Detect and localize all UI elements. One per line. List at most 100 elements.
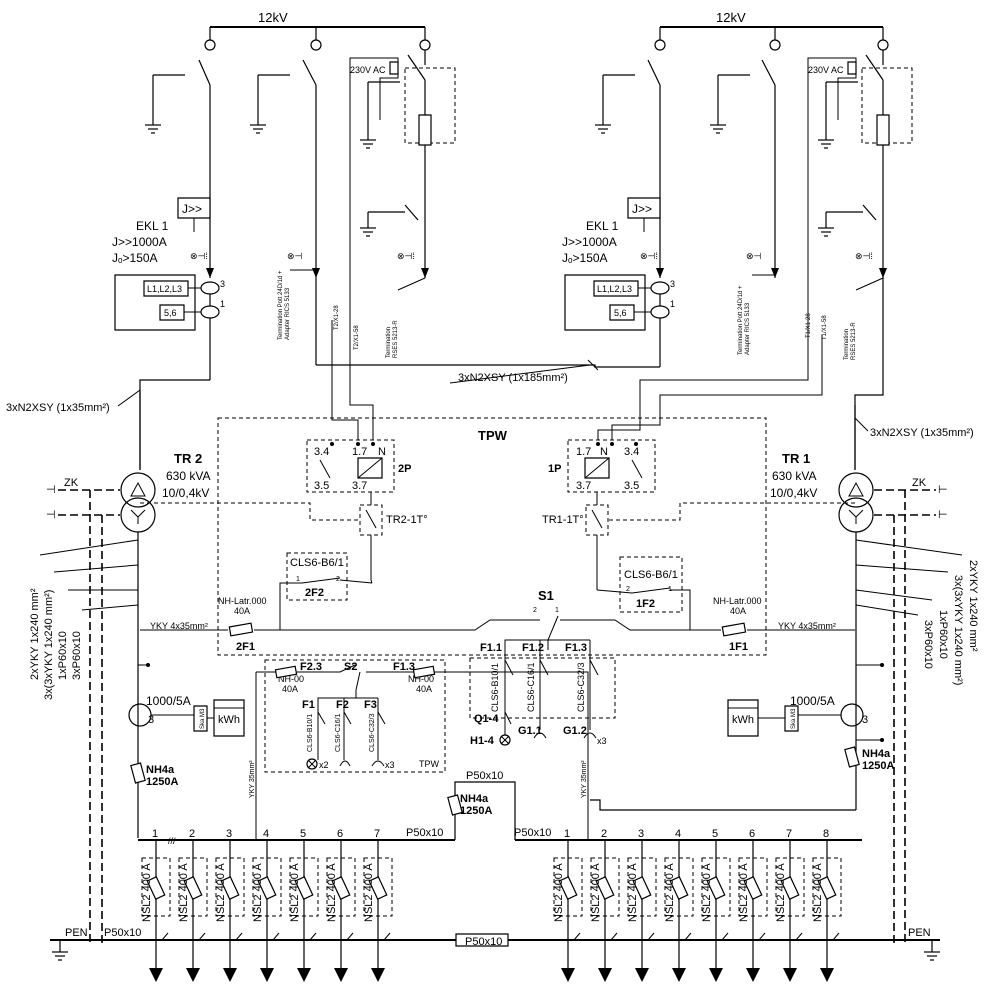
cable-label: 2xYKY 1x240 mm² (967, 560, 979, 652)
mcb-label: F1 (302, 699, 315, 711)
nh-fuse-icon (295, 877, 313, 899)
nh-fuse-icon (332, 877, 350, 899)
svg-text:⊗⊣⁞: ⊗⊣⁞ (855, 251, 873, 261)
feeder-fuse-label: NSL2 400 A (775, 863, 787, 922)
pen-link (162, 933, 168, 940)
nh-fuse-icon (633, 877, 651, 899)
mv-panel-left: 12kV 230V AC ⊗⊣⁞ ⊗ (112, 10, 455, 470)
mcb-switch-icon (318, 712, 325, 724)
thermo-right-label: TR1-1T° (542, 514, 584, 526)
main-fuse-icon (131, 763, 145, 783)
bus-coupler: P50x10 NH4a 1250A (448, 770, 515, 840)
contact-label: 1.7 (576, 446, 591, 458)
tpw-small-label: TPW (419, 759, 440, 769)
feeder-number: 4 (263, 828, 269, 840)
g1-2-label: G1.2 (563, 725, 587, 737)
svg-text:⊗⊣⁞: ⊗⊣⁞ (640, 251, 658, 261)
aux-distribution-right (470, 658, 615, 718)
socket-count-label: x3 (597, 736, 607, 746)
coupler-fuse-rating: 1250A (460, 805, 492, 817)
fuse-base-box (813, 858, 841, 916)
pin-label: 1 (555, 607, 559, 614)
current-transformer-icon (841, 704, 863, 726)
contact-label: N (600, 446, 608, 458)
load-break-switch-icon (408, 55, 425, 80)
pin-label: 2 (626, 586, 630, 593)
mcb-type-label: CLS6-C16/1 (335, 713, 342, 752)
mv-voltage-label: 12kV (258, 10, 288, 25)
ct-tap-label: 3 (148, 714, 154, 726)
feeder-fuse-label: NSL2 400 A (141, 863, 153, 922)
termination-label: Termination Pott 24D/1d + (738, 285, 744, 355)
ct-box (565, 275, 645, 330)
socket-icon (584, 733, 596, 738)
feeder-fuse-label: NSL2 400 A (178, 863, 190, 922)
svg-text:⊗⊣⁞: ⊗⊣⁞ (397, 251, 415, 261)
svg-text:///: /// (168, 836, 176, 846)
nh-fuse-icon (559, 877, 577, 899)
ct-tap-label: 1 (220, 299, 225, 309)
termination-label: Termination (386, 327, 392, 358)
aux-voltage-label: 230V AC (808, 65, 844, 75)
ct-earth-label: 5,6 (164, 308, 177, 318)
feeder-fuse-label: NSL2 400 A (289, 863, 301, 922)
feeder-number: 2 (189, 828, 195, 840)
termination-adapter-label: Adapter RICS 5133 (285, 287, 291, 340)
shunt-trip-coil-icon (390, 62, 398, 74)
yky-cable-label-left: YKY 4x35mm² (150, 621, 208, 631)
ct-tap-label: 3 (220, 279, 225, 289)
feeder-number: 1 (152, 828, 158, 840)
feeder-number: 3 (638, 828, 644, 840)
mcb-type-label: CLS6-B10/1 (490, 663, 500, 712)
svg-text:⊢: ⊢ (938, 509, 948, 521)
pen-link (796, 933, 802, 940)
lv-main-left: 1000/5A 3 Ska M3 kWh NH4a 1250A YKY 35mm… (129, 640, 256, 840)
nh-fuse-icon (744, 877, 762, 899)
zk-label: ZK (912, 477, 927, 489)
main-fuse-rating: 1250A (146, 776, 178, 788)
bushing-icon (420, 40, 430, 50)
ct-tap-label: 3 (862, 714, 868, 726)
ekl-label: EKL 1 (136, 219, 169, 233)
mcb-label: F1.1 (480, 642, 502, 654)
transformer-winding-icon (121, 498, 155, 532)
cable-outlet-arrow (598, 968, 612, 982)
mcb-type-label: CLS6-C32/3 (576, 662, 586, 712)
hv-fuse-icon (877, 115, 889, 145)
earthing-switch-icon (863, 205, 876, 220)
mcb-type-label: CLS6-B6/1 (290, 557, 344, 569)
cable-outlet-arrow (561, 968, 575, 982)
changeover-switch-icon (356, 672, 360, 690)
pen-label-left: PEN (65, 927, 88, 939)
fuse-base-box (591, 858, 619, 916)
mv-cable-label: 3xN2XSY (1x185mm²) (458, 372, 568, 384)
ct-tap-label: 1 (670, 299, 675, 309)
wire-tag: T2/X1-28 (334, 305, 340, 330)
tr1-ratio: 10/0,4kV (770, 486, 817, 500)
svg-text:⊗⊣⁞: ⊗⊣⁞ (190, 251, 208, 261)
nh-fuse-icon (596, 877, 614, 899)
ct-ratio-label: 1000/5A (790, 694, 835, 708)
ekl-setting-high: J>>1000A (562, 235, 617, 249)
coupler-fuse-icon (448, 795, 462, 815)
mcb-switch-icon (344, 712, 351, 724)
main-fuse-type: NH4a (146, 764, 175, 776)
mcb-2f2-box (287, 553, 347, 600)
pen-link (611, 933, 617, 940)
fuse-type-label: NH-Latr.000 (713, 596, 762, 606)
kwh-label: kWh (218, 714, 240, 726)
mcb-switch-icon (378, 712, 385, 724)
relay-box-label: J>> (182, 202, 202, 216)
lamp-icon (500, 735, 510, 745)
fuse-type-label: NH-00 (408, 674, 434, 684)
g1-1-label: G1.1 (518, 725, 542, 737)
fuse-base-box (253, 858, 281, 916)
cable-outlet-arrow (371, 968, 385, 982)
cable-label: YKY 35mm² (249, 760, 256, 798)
transformer-tr2: TR 2 630 kVA 10/0,4kV ZK ⊣ ⊣ (46, 390, 210, 945)
